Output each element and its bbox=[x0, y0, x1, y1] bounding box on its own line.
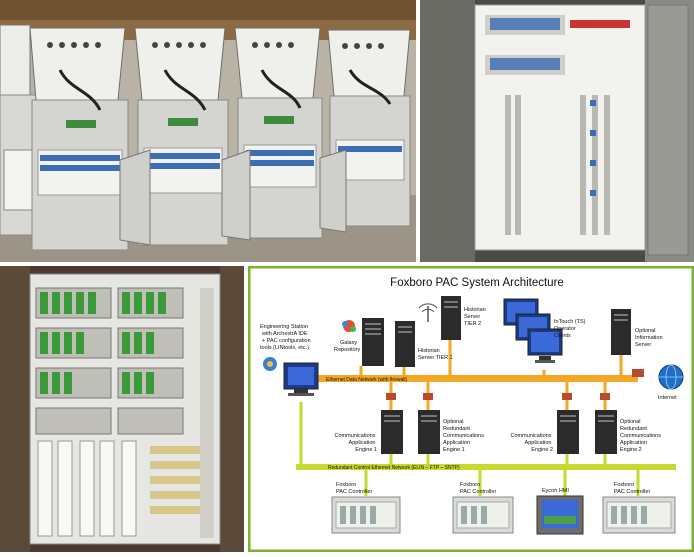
pac-controller-1-line2: PAC Controller bbox=[336, 489, 372, 495]
photo-control-desks bbox=[0, 0, 416, 262]
svg-text:Communications Applicati: Communications Application Engine 1 bbox=[335, 433, 378, 453]
svg-text:Foxboro PAC Controller: Foxboro PAC Controller bbox=[460, 482, 496, 495]
eycon-hmi-icon bbox=[536, 495, 584, 535]
app-engine-2-redundant-line3: Communications bbox=[620, 433, 661, 439]
information-server-line2: Information bbox=[635, 335, 663, 341]
pac-controller-1-icon bbox=[331, 496, 401, 534]
config-tools-icon bbox=[263, 357, 277, 371]
svg-text:Galaxy Repository: Galaxy Repository bbox=[334, 340, 361, 353]
pac-controller-2-icon bbox=[452, 496, 514, 534]
app-engine-1-server-icon bbox=[381, 410, 403, 454]
intouch-clients-line2: Operator bbox=[554, 326, 576, 332]
historian-tier2-line1: Historian bbox=[464, 307, 486, 313]
photo-enclosure-interior bbox=[420, 0, 694, 262]
svg-text:Historian Server TIER 1: Historian Server TIER 1 bbox=[418, 348, 453, 361]
desk-2 bbox=[29, 27, 129, 251]
intouch-clients-line1: InTouch (TS) bbox=[554, 319, 586, 325]
app-engine-2-redundant-server-icon bbox=[595, 410, 617, 454]
antenna-icon bbox=[418, 303, 438, 322]
engineering-station-line3: + PAC configuration bbox=[262, 338, 311, 344]
information-server-icon bbox=[611, 309, 631, 355]
pac-controller-2-line2: PAC Controller bbox=[460, 489, 496, 495]
historian-tier1-server-icon bbox=[395, 321, 415, 367]
engineering-station-line2: with ArchestrA IDE bbox=[261, 331, 308, 337]
historian-tier2-line3: TIER 2 bbox=[464, 321, 481, 327]
redundant-control-network-bar bbox=[296, 464, 676, 470]
app-engine-1-redundant-line5: Engine 1 bbox=[443, 447, 465, 453]
svg-text:Foxboro PAC Controller: Foxboro PAC Controller bbox=[614, 482, 650, 495]
svg-text:Engineering Station with: Engineering Station with ArchestrA IDE +… bbox=[260, 324, 312, 351]
app-engine-2-server-icon bbox=[557, 410, 579, 454]
eycon-hmi-label: Eycon HMI bbox=[542, 488, 569, 494]
internet-globe-icon bbox=[658, 364, 684, 390]
galaxy-repository-server-icon bbox=[362, 318, 384, 366]
control-desks-illustration bbox=[0, 0, 416, 262]
galaxy-repository-line1: Galaxy bbox=[340, 340, 357, 346]
app-engine-1-redundant-line3: Communications bbox=[443, 433, 484, 439]
intouch-clients-line3: Clients bbox=[554, 333, 571, 339]
historian-tier2-server-icon bbox=[441, 296, 461, 340]
app-engine-2-redundant-line1: Optional bbox=[620, 419, 641, 425]
historian-tier2-line2: Server bbox=[464, 314, 480, 320]
historian-tier1-line2: Server TIER 1 bbox=[418, 355, 453, 361]
svg-text:InTouch (TS) Operator: InTouch (TS) Operator Clients bbox=[554, 319, 587, 339]
app-engine-2-line2: Application bbox=[525, 440, 552, 446]
galaxy-repository-icon bbox=[342, 320, 356, 332]
svg-text:Optional Redundant: Optional Redundant Communications Applic… bbox=[620, 419, 663, 453]
app-engine-1-redundant-server-icon bbox=[418, 410, 440, 454]
app-engine-1-redundant-line4: Application bbox=[443, 440, 470, 446]
svg-text:Foxboro PAC Controller: Foxboro PAC Controller bbox=[336, 482, 372, 495]
app-engine-2-line1: Communications bbox=[511, 433, 552, 439]
open-cabinet-illustration bbox=[0, 266, 244, 552]
engineering-station-line1: Engineering Station bbox=[260, 324, 308, 330]
app-engine-1-line2: Application bbox=[349, 440, 376, 446]
app-engine-1-line3: Engine 1 bbox=[355, 447, 377, 453]
svg-text:Historian Server T: Historian Server TIER 2 bbox=[464, 307, 487, 327]
app-engine-2-line3: Engine 2 bbox=[531, 447, 553, 453]
pac-controller-3-line2: PAC Controller bbox=[614, 489, 650, 495]
historian-tier1-line1: Historian bbox=[418, 348, 440, 354]
engineering-station-monitor-icon bbox=[283, 362, 319, 396]
pac-controller-3-icon bbox=[602, 496, 676, 534]
enclosure-interior-illustration bbox=[420, 0, 694, 262]
architecture-diagram: Foxboro PAC System Architecture Ethernet… bbox=[247, 265, 694, 553]
intouch-clients-monitors-icon bbox=[503, 298, 563, 363]
pac-controller-1-line1: Foxboro bbox=[336, 482, 356, 488]
desk-3 bbox=[134, 27, 229, 246]
svg-text:Optional Redundant: Optional Redundant Communications Applic… bbox=[443, 419, 486, 453]
firewall-icon bbox=[386, 369, 644, 400]
pac-controller-3-line1: Foxboro bbox=[614, 482, 634, 488]
ethernet-data-network-label: Ethernet Data Network (with firewall) bbox=[326, 377, 407, 383]
galaxy-repository-line2: Repository bbox=[334, 347, 361, 353]
information-server-line3: Server bbox=[635, 342, 651, 348]
app-engine-2-redundant-line2: Redundant bbox=[620, 426, 647, 432]
svg-text:Optional Information: Optional Information Server bbox=[635, 328, 664, 348]
desk-4 bbox=[234, 27, 323, 239]
app-engine-1-redundant-line2: Redundant bbox=[443, 426, 470, 432]
pac-controller-2-line1: Foxboro bbox=[460, 482, 480, 488]
app-engine-1-redundant-line1: Optional bbox=[443, 419, 464, 425]
app-engine-2-redundant-line4: Application bbox=[620, 440, 647, 446]
diagram-title: Foxboro PAC System Architecture bbox=[390, 277, 564, 289]
internet-label: Internet bbox=[658, 395, 677, 401]
svg-text:Communications Applicati: Communications Application Engine 2 bbox=[511, 433, 554, 453]
redundant-control-network-label: Redundant Control Ethernet Network (ELIN… bbox=[328, 465, 460, 471]
photo-open-cabinet bbox=[0, 266, 244, 552]
engineering-station-line4: tools (LINtools, etc.) bbox=[260, 345, 309, 351]
architecture-diagram-svg: Foxboro PAC System Architecture Ethernet… bbox=[247, 265, 694, 553]
app-engine-1-line1: Communications bbox=[335, 433, 376, 439]
app-engine-2-redundant-line5: Engine 2 bbox=[620, 447, 642, 453]
ethernet-data-network-bar bbox=[288, 375, 638, 382]
information-server-line1: Optional bbox=[635, 328, 656, 334]
